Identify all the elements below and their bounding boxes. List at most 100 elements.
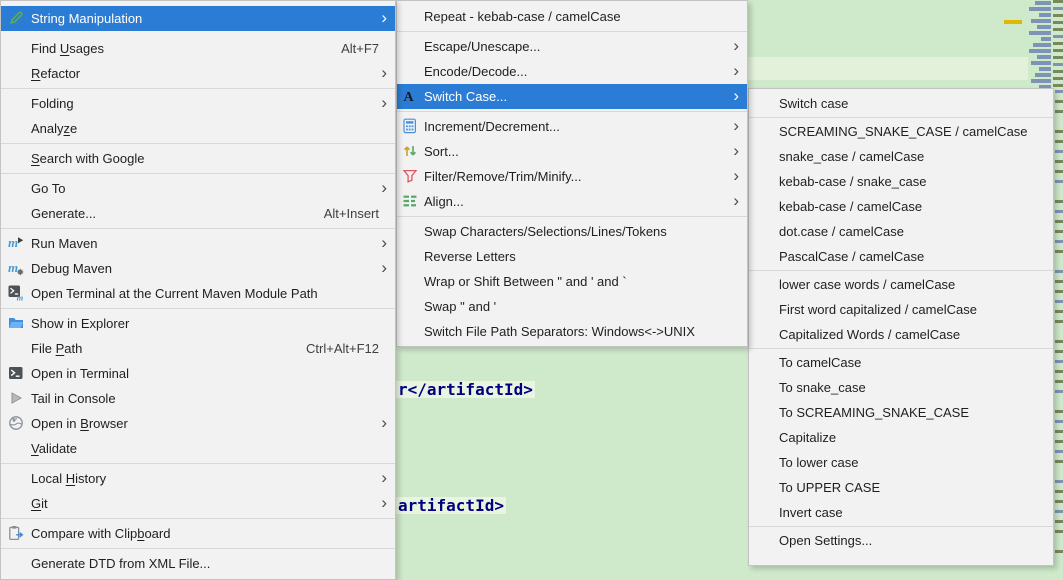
menu-item-to-snake-case[interactable]: To snake_case — [749, 375, 1053, 400]
menu-item-encode-decode[interactable]: Encode/Decode...› — [397, 59, 747, 84]
menu-item-first-word-capitalized-camelcase[interactable]: First word capitalized / camelCase — [749, 297, 1053, 322]
menu-item-to-upper-case[interactable]: To UPPER CASE — [749, 475, 1053, 500]
menu-item-snake-case-camelcase[interactable]: snake_case / camelCase — [749, 144, 1053, 169]
menu-item-label: Switch File Path Separators: Windows<->U… — [424, 324, 695, 339]
menu-item-kebab-case-snake-case[interactable]: kebab-case / snake_case — [749, 169, 1053, 194]
menu-item-to-lower-case[interactable]: To lower case — [749, 450, 1053, 475]
menu-item-tail-in-console[interactable]: Tail in Console — [1, 386, 395, 411]
menu-item-refactor[interactable]: Refactor› — [1, 61, 395, 86]
menu-item-validate[interactable]: Validate — [1, 436, 395, 461]
menu-item-swap-and[interactable]: Swap " and ' — [397, 294, 747, 319]
menu-item-filter-remove-trim-minify[interactable]: Filter/Remove/Trim/Minify...› — [397, 164, 747, 189]
editor-mark — [1035, 1, 1051, 5]
menu-item-screaming-snake-case-camelcase[interactable]: SCREAMING_SNAKE_CASE / camelCase — [749, 119, 1053, 144]
maven-run-icon: m — [8, 235, 25, 252]
play-icon — [8, 390, 25, 407]
menu-item-analyze[interactable]: Analyze — [1, 116, 395, 141]
menu-item-label: Refactor — [31, 66, 80, 81]
menu-item-to-camelcase[interactable]: To camelCase — [749, 350, 1053, 375]
editor-mark — [1055, 420, 1063, 423]
menu-item-search-with-google[interactable]: Search with Google — [1, 146, 395, 171]
shortcut-label: Alt+F7 — [341, 36, 379, 61]
menu-item-label: To camelCase — [779, 355, 861, 370]
menu-item-increment-decrement[interactable]: Increment/Decrement...› — [397, 114, 747, 139]
menu-item-sort[interactable]: Sort...› — [397, 139, 747, 164]
submenu-arrow-icon: › — [733, 138, 739, 163]
menu-item-git[interactable]: Git› — [1, 491, 395, 516]
editor-mark — [1055, 310, 1063, 313]
menu-item-string-manipulation[interactable]: String Manipulation› — [1, 6, 395, 31]
menu-item-label: First word capitalized / camelCase — [779, 302, 977, 317]
menu-item-capitalized-words-camelcase[interactable]: Capitalized Words / camelCase — [749, 322, 1053, 347]
editor-mark — [1055, 150, 1063, 153]
editor-mark — [1055, 320, 1063, 323]
menu-item-invert-case[interactable]: Invert case — [749, 500, 1053, 525]
menu-item-folding[interactable]: Folding› — [1, 91, 395, 116]
editor-mark — [1053, 14, 1063, 17]
editor-mark — [1055, 90, 1063, 93]
editor-mark — [1055, 240, 1063, 243]
editor-mark — [1055, 460, 1063, 463]
menu-item-run-maven[interactable]: mRun Maven› — [1, 231, 395, 256]
menu-item-escape-unescape[interactable]: Escape/Unescape...› — [397, 34, 747, 59]
switch-case-icon: A — [402, 88, 419, 105]
menu-item-swap-characters-selections-lines-tokens[interactable]: Swap Characters/Selections/Lines/Tokens — [397, 219, 747, 244]
menu-item-show-in-explorer[interactable]: Show in Explorer — [1, 311, 395, 336]
editor-mark — [1031, 79, 1051, 83]
menu-separator — [1, 518, 395, 519]
editor-mark — [1053, 56, 1063, 59]
menu-item-label: Run Maven — [31, 236, 97, 251]
align-icon — [402, 193, 419, 210]
editor-mark — [1055, 430, 1063, 433]
menu-item-wrap-or-shift-between-and-and[interactable]: Wrap or Shift Between " and ' and ` — [397, 269, 747, 294]
menu-item-switch-file-path-separators-windows-unix[interactable]: Switch File Path Separators: Windows<->U… — [397, 319, 747, 344]
menu-item-local-history[interactable]: Local History› — [1, 466, 395, 491]
menu-item-open-in-browser[interactable]: Open in Browser› — [1, 411, 395, 436]
menu-item-label: Open Terminal at the Current Maven Modul… — [31, 286, 318, 301]
editor-mark — [1055, 380, 1063, 383]
menu-item-kebab-case-camelcase[interactable]: kebab-case / camelCase — [749, 194, 1053, 219]
editor-mark — [1055, 390, 1063, 393]
menu-item-file-path[interactable]: File PathCtrl+Alt+F12 — [1, 336, 395, 361]
menu-item-generate[interactable]: Generate...Alt+Insert — [1, 201, 395, 226]
editor-mark — [1029, 31, 1051, 35]
menu-item-repeat-kebab-case-camelcase[interactable]: Repeat - kebab-case / camelCase — [397, 4, 747, 29]
submenu-arrow-icon: › — [733, 163, 739, 188]
menu-item-label: Compare with Clipboard — [31, 526, 170, 541]
menu-item-debug-maven[interactable]: mDebug Maven› — [1, 256, 395, 281]
menu-item-align[interactable]: Align...› — [397, 189, 747, 214]
menu-item-switch-case[interactable]: Switch case — [749, 91, 1053, 116]
editor-mark — [1055, 530, 1063, 533]
menu-separator — [1, 143, 395, 144]
menu-item-label: lower case words / camelCase — [779, 277, 955, 292]
menu-item-lower-case-words-camelcase[interactable]: lower case words / camelCase — [749, 272, 1053, 297]
editor-mark — [1055, 480, 1063, 483]
submenu-arrow-icon: › — [733, 83, 739, 108]
menu-item-open-in-terminal[interactable]: Open in Terminal — [1, 361, 395, 386]
menu-item-pascalcase-camelcase[interactable]: PascalCase / camelCase — [749, 244, 1053, 269]
editor-mark — [1055, 370, 1063, 373]
menu-item-reverse-letters[interactable]: Reverse Letters — [397, 244, 747, 269]
menu-item-switch-case[interactable]: A Switch Case... › — [397, 84, 747, 109]
editor-mark — [1053, 42, 1063, 45]
menu-item-compare-with-clipboard[interactable]: Compare with Clipboard — [1, 521, 395, 546]
menu-item-to-screaming-snake-case[interactable]: To SCREAMING_SNAKE_CASE — [749, 400, 1053, 425]
menu-item-dot-case-camelcase[interactable]: dot.case / camelCase — [749, 219, 1053, 244]
menu-item-label: Invert case — [779, 505, 843, 520]
code-fragment[interactable]: r</artifactId> — [396, 381, 535, 398]
menu-item-open-settings[interactable]: Open Settings... — [749, 528, 1053, 553]
editor-mark — [1055, 200, 1063, 203]
submenu-arrow-icon: › — [381, 90, 387, 115]
menu-separator — [1, 463, 395, 464]
menu-item-open-terminal-at-the-current-maven-module-[interactable]: mOpen Terminal at the Current Maven Modu… — [1, 281, 395, 306]
menu-item-go-to[interactable]: Go To› — [1, 176, 395, 201]
menu-item-capitalize[interactable]: Capitalize — [749, 425, 1053, 450]
shortcut-label: Alt+Insert — [324, 201, 379, 226]
menu-item-label: Local History — [31, 471, 106, 486]
code-fragment[interactable]: artifactId> — [396, 497, 506, 514]
menu-item-find-usages[interactable]: Find UsagesAlt+F7 — [1, 36, 395, 61]
editor-mark — [1041, 37, 1051, 41]
menu-item-generate-dtd-from-xml-file[interactable]: Generate DTD from XML File... — [1, 551, 395, 576]
editor-mark — [1053, 7, 1063, 10]
menu-item-label: Switch Case... — [424, 89, 507, 104]
